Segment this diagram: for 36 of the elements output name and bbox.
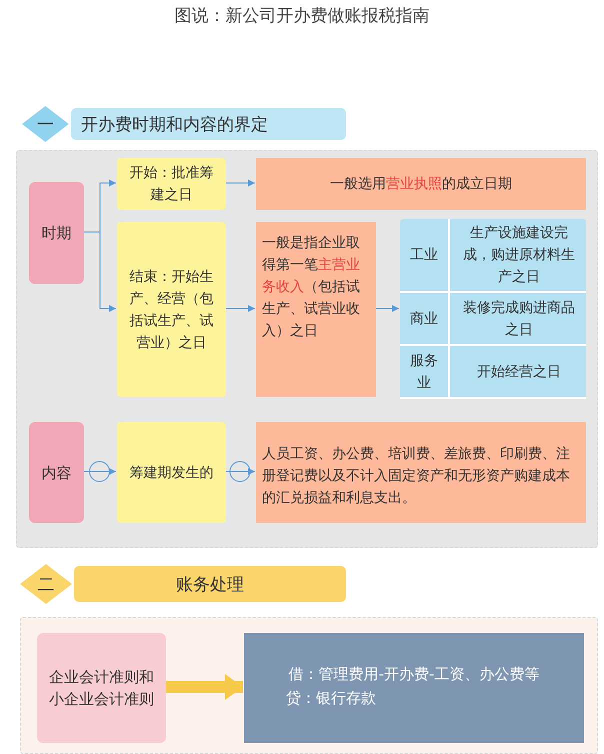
section-title-bar: 开办费时期和内容的界定 <box>70 108 346 140</box>
panel-background <box>20 617 598 754</box>
block-arrow <box>165 674 243 700</box>
number-badge: 二 <box>20 564 72 604</box>
table <box>400 219 586 399</box>
arrow <box>374 305 400 312</box>
industry-cell: 商业 <box>400 293 450 344</box>
table-row <box>400 346 586 399</box>
journal-entry-box <box>244 633 584 743</box>
label-box: 时期 <box>29 182 84 284</box>
date-cell-text: 生产设施建设完成，购进原材料生产之日 <box>462 224 576 287</box>
journal-line: 贷：银行存款 <box>286 689 376 708</box>
arrow <box>224 305 256 312</box>
industry-cell: 工业 <box>400 219 450 291</box>
circled-arrow <box>224 461 256 482</box>
arrow <box>82 232 116 312</box>
table-row <box>400 293 586 346</box>
text-box: 人员工资、办公费、培训费、差旅费、印刷费、注册登记费以及不计入固定资产和无形资产购建成本的汇兑损益和利息支出。 <box>256 422 586 523</box>
label-box: 筹建期发生的 <box>117 422 226 523</box>
industry-cell: 服务业 <box>400 346 450 397</box>
label-box: 一般选用营业执照的成立日期 <box>256 158 586 210</box>
arrow <box>224 180 256 186</box>
title: 图说：新公司开办费做账报税指南 <box>174 5 430 27</box>
circled-arrow <box>82 461 116 482</box>
table-row <box>400 219 586 293</box>
label-box: 企业会计准则和小企业会计准则 <box>37 633 166 743</box>
number-badge: 一 <box>22 106 69 142</box>
date-cell-text: 装修完成购进商品之日 <box>462 298 576 340</box>
journal-line: 借：管理费用-开办费-工资、办公费等 <box>288 665 540 684</box>
label-box: 结束：开始生产、经营（包括试生产、试营业）之日 <box>117 222 226 397</box>
date-cell-text: 开始经营之日 <box>476 362 562 382</box>
label-box: 内容 <box>29 422 84 523</box>
text-box: 一般是指企业取得第一笔主营业务收入（包括试生产、试营业收入）之日 <box>256 222 376 397</box>
section-title-bar: 账务处理 <box>74 566 346 602</box>
panel-background <box>16 150 598 548</box>
label-box: 开始：批准筹建之日 <box>117 158 226 210</box>
